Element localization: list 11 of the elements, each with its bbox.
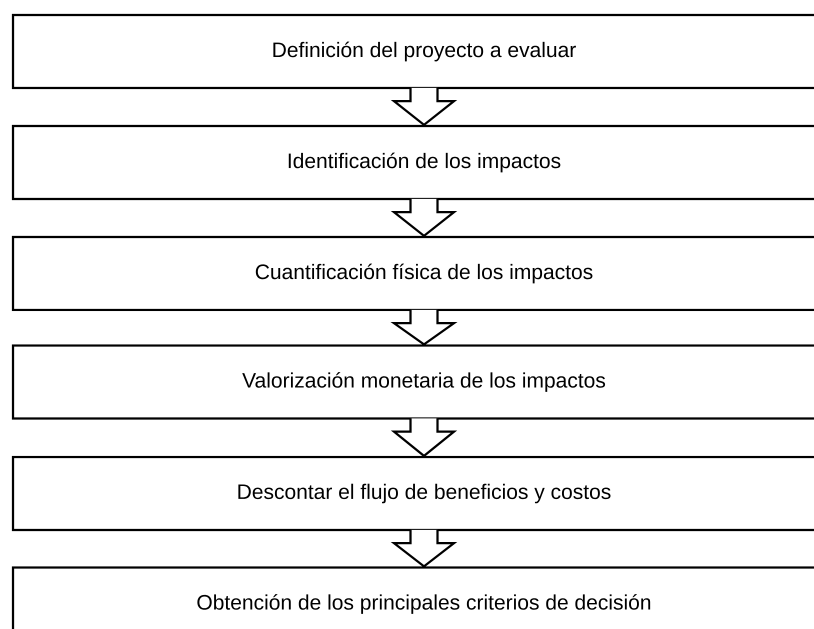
process-box: Obtención de los principales criterios de decisión [12,566,814,629]
block-arrow [390,528,458,568]
process-box: Cuantificación física de los impactos [12,236,814,312]
process-box: Definición del proyecto a evaluar [12,14,814,90]
block-arrow [390,198,458,238]
block-arrow [390,86,458,126]
process-box: Identificación de los impactos [12,124,814,200]
block-arrow [390,308,458,346]
process-box: Descontar el flujo de beneficios y costos [12,456,814,532]
process-box: Valorización monetaria de los impactos [12,344,814,420]
block-arrow [390,417,458,458]
